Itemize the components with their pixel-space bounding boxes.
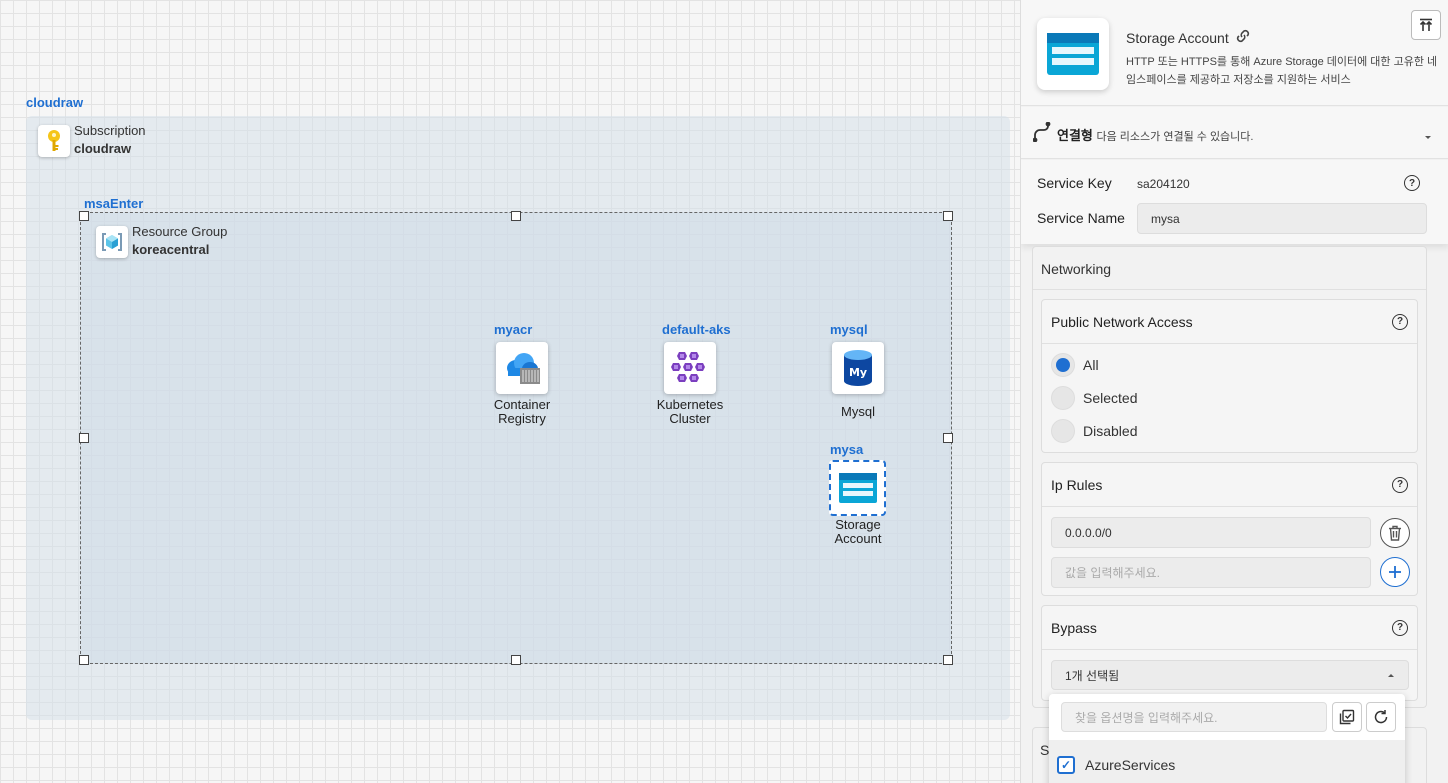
bypass-section: Bypass ? 1개 선택됨 (1041, 605, 1418, 701)
service-name-label: Service Name (1037, 210, 1125, 226)
resource-group-icon (96, 226, 128, 258)
radio-option-all[interactable]: All (1042, 348, 1417, 381)
public-network-access-section: Public Network Access ? All Selected Dis… (1041, 299, 1418, 453)
refresh-icon (1374, 710, 1388, 724)
bypass-select[interactable]: 1개 선택됨 (1051, 660, 1409, 690)
resize-handle-right[interactable] (943, 433, 953, 443)
key-icon (38, 125, 70, 157)
radio-label: Disabled (1083, 422, 1138, 439)
resource-title-text: Storage Account (1126, 29, 1229, 46)
node-name-mysa: mysa (830, 442, 864, 457)
option-azureservices[interactable]: ✓ AzureServices (1049, 740, 1405, 783)
radio-label: All (1083, 356, 1099, 373)
radio-button[interactable] (1051, 418, 1075, 443)
next-section-title: S (1040, 742, 1050, 758)
diagram-canvas[interactable]: cloudraw Subscription cloudraw msaEnter … (0, 0, 1020, 783)
radio-button[interactable] (1051, 385, 1075, 410)
link-icon[interactable] (1235, 28, 1251, 47)
node-name-myacr: myacr (494, 322, 533, 337)
resize-handle-top[interactable] (511, 211, 521, 221)
radio-label: Selected (1083, 389, 1138, 406)
collapse-panel-button[interactable] (1411, 10, 1441, 40)
radio-button[interactable] (1051, 352, 1075, 377)
resize-handle-bottom[interactable] (511, 655, 521, 665)
subscription-label: Subscription cloudraw (74, 123, 146, 156)
new-ip-rule-input[interactable]: 값을 입력해주세요. (1051, 557, 1371, 588)
resize-handle-left[interactable] (79, 433, 89, 443)
storage-account-icon (1037, 18, 1109, 90)
connection-icon (1032, 121, 1051, 145)
service-name-input[interactable]: mysa (1137, 203, 1427, 234)
resource-description: HTTP 또는 HTTPS를 통해 Azure Storage 데이터에 대한 … (1126, 56, 1438, 86)
panel-header: Storage Account HTTP 또는 HTTPS를 통해 Azure … (1021, 0, 1448, 106)
reset-button[interactable] (1366, 702, 1396, 732)
node-caption-mysql: Mysql (841, 404, 875, 419)
networking-section: Networking Public Network Access ? All S… (1032, 246, 1427, 708)
properties-panel: Storage Account HTTP 또는 HTTPS를 통해 Azure … (1020, 0, 1448, 783)
checkbox-checked[interactable]: ✓ (1057, 756, 1075, 774)
subscription-group-label: cloudraw (26, 95, 84, 110)
service-key-value: sa204120 (1137, 177, 1190, 191)
delete-rule-button[interactable] (1380, 518, 1410, 548)
bypass-title: Bypass (1051, 619, 1097, 636)
help-icon[interactable]: ? (1392, 313, 1408, 330)
collapse-up-icon (1419, 18, 1433, 31)
resize-handle-top-left[interactable] (79, 211, 89, 221)
option-search-input[interactable]: 찾을 옵션명을 입력해주세요. (1061, 702, 1327, 732)
node-name-default-aks: default-aks (662, 322, 731, 337)
node-caption-default-aks: Kubernetes Cluster (656, 397, 724, 426)
bypass-select-value: 1개 선택됨 (1065, 668, 1120, 683)
plus-icon (1389, 566, 1401, 578)
option-label: AzureServices (1085, 757, 1176, 773)
resize-handle-top-right[interactable] (943, 211, 953, 221)
ip-rules-section: Ip Rules ? 0.0.0.0/0 값을 입력해주세요. (1041, 462, 1418, 596)
chevron-up-icon (1388, 674, 1394, 677)
connection-text: 연결형 다음 리소스가 연결될 수 있습니다. (1057, 128, 1254, 143)
bypass-dropdown-menu: 찾을 옵션명을 입력해주세요. ✓ AzureServices (1049, 694, 1405, 783)
resize-handle-bottom-left[interactable] (79, 655, 89, 665)
resource-group-label: msaEnter (84, 196, 144, 211)
radio-option-selected[interactable]: Selected (1042, 381, 1417, 414)
chevron-down-icon[interactable] (1423, 129, 1433, 144)
service-info: Service Key sa204120 ? Service Name mysa (1021, 160, 1448, 244)
copy-check-icon (1339, 709, 1355, 725)
ip-rules-title: Ip Rules (1051, 476, 1103, 493)
resource-group-container[interactable] (80, 212, 952, 664)
radio-option-disabled[interactable]: Disabled (1042, 414, 1417, 447)
public-network-access-title: Public Network Access (1051, 313, 1193, 330)
node-name-mysql: mysql (830, 322, 868, 337)
service-key-label: Service Key (1037, 175, 1112, 191)
add-rule-button[interactable] (1380, 557, 1410, 587)
mysql-icon[interactable]: My (832, 342, 884, 394)
resource-title: Storage Account (1126, 28, 1251, 47)
kubernetes-icon[interactable] (664, 342, 716, 394)
svg-text:My: My (849, 366, 867, 379)
resource-group-text: Resource Group koreacentral (132, 224, 228, 257)
node-caption-mysa: Storage Account (834, 517, 882, 546)
help-icon[interactable]: ? (1404, 175, 1420, 191)
resize-handle-bottom-right[interactable] (943, 655, 953, 665)
help-icon[interactable]: ? (1392, 476, 1408, 493)
ip-rule-input[interactable]: 0.0.0.0/0 (1051, 517, 1371, 548)
storage-account-icon[interactable] (829, 460, 886, 516)
help-icon[interactable]: ? (1392, 619, 1408, 636)
networking-title: Networking (1041, 261, 1112, 277)
container-registry-icon[interactable] (496, 342, 548, 394)
select-all-button[interactable] (1332, 702, 1362, 732)
connection-row[interactable]: 연결형 다음 리소스가 연결될 수 있습니다. (1021, 107, 1448, 159)
trash-icon (1389, 525, 1401, 541)
node-caption-myacr: Container Registry (493, 397, 551, 426)
